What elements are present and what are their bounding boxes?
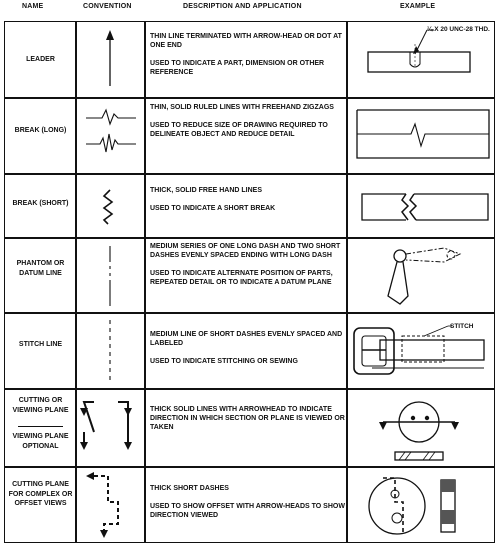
row-desc-cutting-plane: THICK SOLID LINES WITH ARROWHEAD TO INDI… [150,405,346,432]
header-example: EXAMPLE [400,3,436,10]
desc-text: THIN, SOLID RULED LINES WITH FREEHAND ZI… [150,104,334,111]
desc-text: THICK SHORT DASHES [150,485,229,492]
column-divider [144,21,146,543]
conventions-table [4,21,495,543]
offset-cutting-plane-example-figure [368,477,456,535]
row-name-break-short: BREAK (SHORT) [12,200,69,207]
leader-convention-icon [106,30,114,86]
belt-stitch-example-figure [353,325,485,375]
row-desc-leader: THIN LINE TERMINATED WITH ARROW-HEAD OR … [150,32,346,77]
header-description: DESCRIPTION AND APPLICATION [183,3,302,10]
break-short-convention-icon [102,189,114,225]
row-name-viewing-plane-optional: VIEWING PLANE OPTIONAL [12,433,69,450]
offset-cutting-plane-convention-icon [86,472,119,538]
row-divider [4,97,495,99]
phantom-convention-icon [109,246,111,306]
break-long-example-figure [356,109,490,159]
desc-usage: USED TO INDICATE A PART, DIMENSION OR OT… [150,60,325,76]
stitch-example-label: STITCH [450,323,474,330]
row-name-cutting-plane: CUTTING OR VIEWING PLANE [12,397,69,414]
row-name-break-long: BREAK (LONG) [14,127,67,134]
row-desc-stitch: MEDIUM LINE OF SHORT DASHES EVENLY SPACE… [150,330,346,366]
row-divider [4,312,495,314]
name-divider [18,426,63,428]
column-divider [346,21,348,543]
row-desc-phantom: MEDIUM SERIES OF ONE LONG DASH AND TWO S… [150,242,346,287]
leader-example-label: ¼ X 20 UNC-28 THD. [427,26,490,33]
desc-text: THIN LINE TERMINATED WITH ARROW-HEAD OR … [150,33,342,49]
desc-text: THICK, SOLID FREE HAND LINES [150,187,263,194]
header-convention: CONVENTION [83,3,132,10]
desc-text: MEDIUM SERIES OF ONE LONG DASH AND TWO S… [150,243,341,259]
cutting-plane-convention-icon [80,401,132,450]
desc-usage: USED TO INDICATE ALTERNATE POSITION OF P… [150,270,333,286]
desc-text: MEDIUM LINE OF SHORT DASHES EVENLY SPACE… [150,331,343,347]
row-divider [4,173,495,175]
row-name-offset-cutting-plane: CUTTING PLANE FOR COMPLEX OR OFFSET VIEW… [8,481,73,507]
tie-phantom-example-figure [387,247,462,305]
leader-example-figure [367,29,471,73]
header-name: NAME [22,3,44,10]
cutting-plane-example-figure [379,401,459,461]
desc-usage: USED TO SHOW OFFSET WITH ARROW-HEADS TO … [150,503,345,519]
desc-usage: USED TO REDUCE SIZE OF DRAWING REQUIRED … [150,122,328,138]
desc-usage: USED TO INDICATE STITCHING OR SEWING [150,358,298,365]
row-desc-offset-cutting-plane: THICK SHORT DASHES USED TO SHOW OFFSET W… [150,484,346,520]
row-divider [4,466,495,468]
break-short-example-figure [361,193,489,221]
desc-text: THICK SOLID LINES WITH ARROWHEAD TO INDI… [150,406,345,431]
stitch-convention-icon [109,320,111,380]
break-long-convention-icon [86,108,136,153]
row-name-stitch: STITCH LINE [18,341,63,348]
row-name-leader: LEADER [26,56,55,63]
column-divider [75,21,77,543]
row-desc-break-short: THICK, SOLID FREE HAND LINES USED TO IND… [150,186,346,213]
row-divider [4,237,495,239]
desc-usage: USED TO INDICATE A SHORT BREAK [150,205,276,212]
row-desc-break-long: THIN, SOLID RULED LINES WITH FREEHAND ZI… [150,103,346,139]
row-divider [4,388,495,390]
row-name-phantom: PHANTOM OR DATUM LINE [16,260,65,277]
